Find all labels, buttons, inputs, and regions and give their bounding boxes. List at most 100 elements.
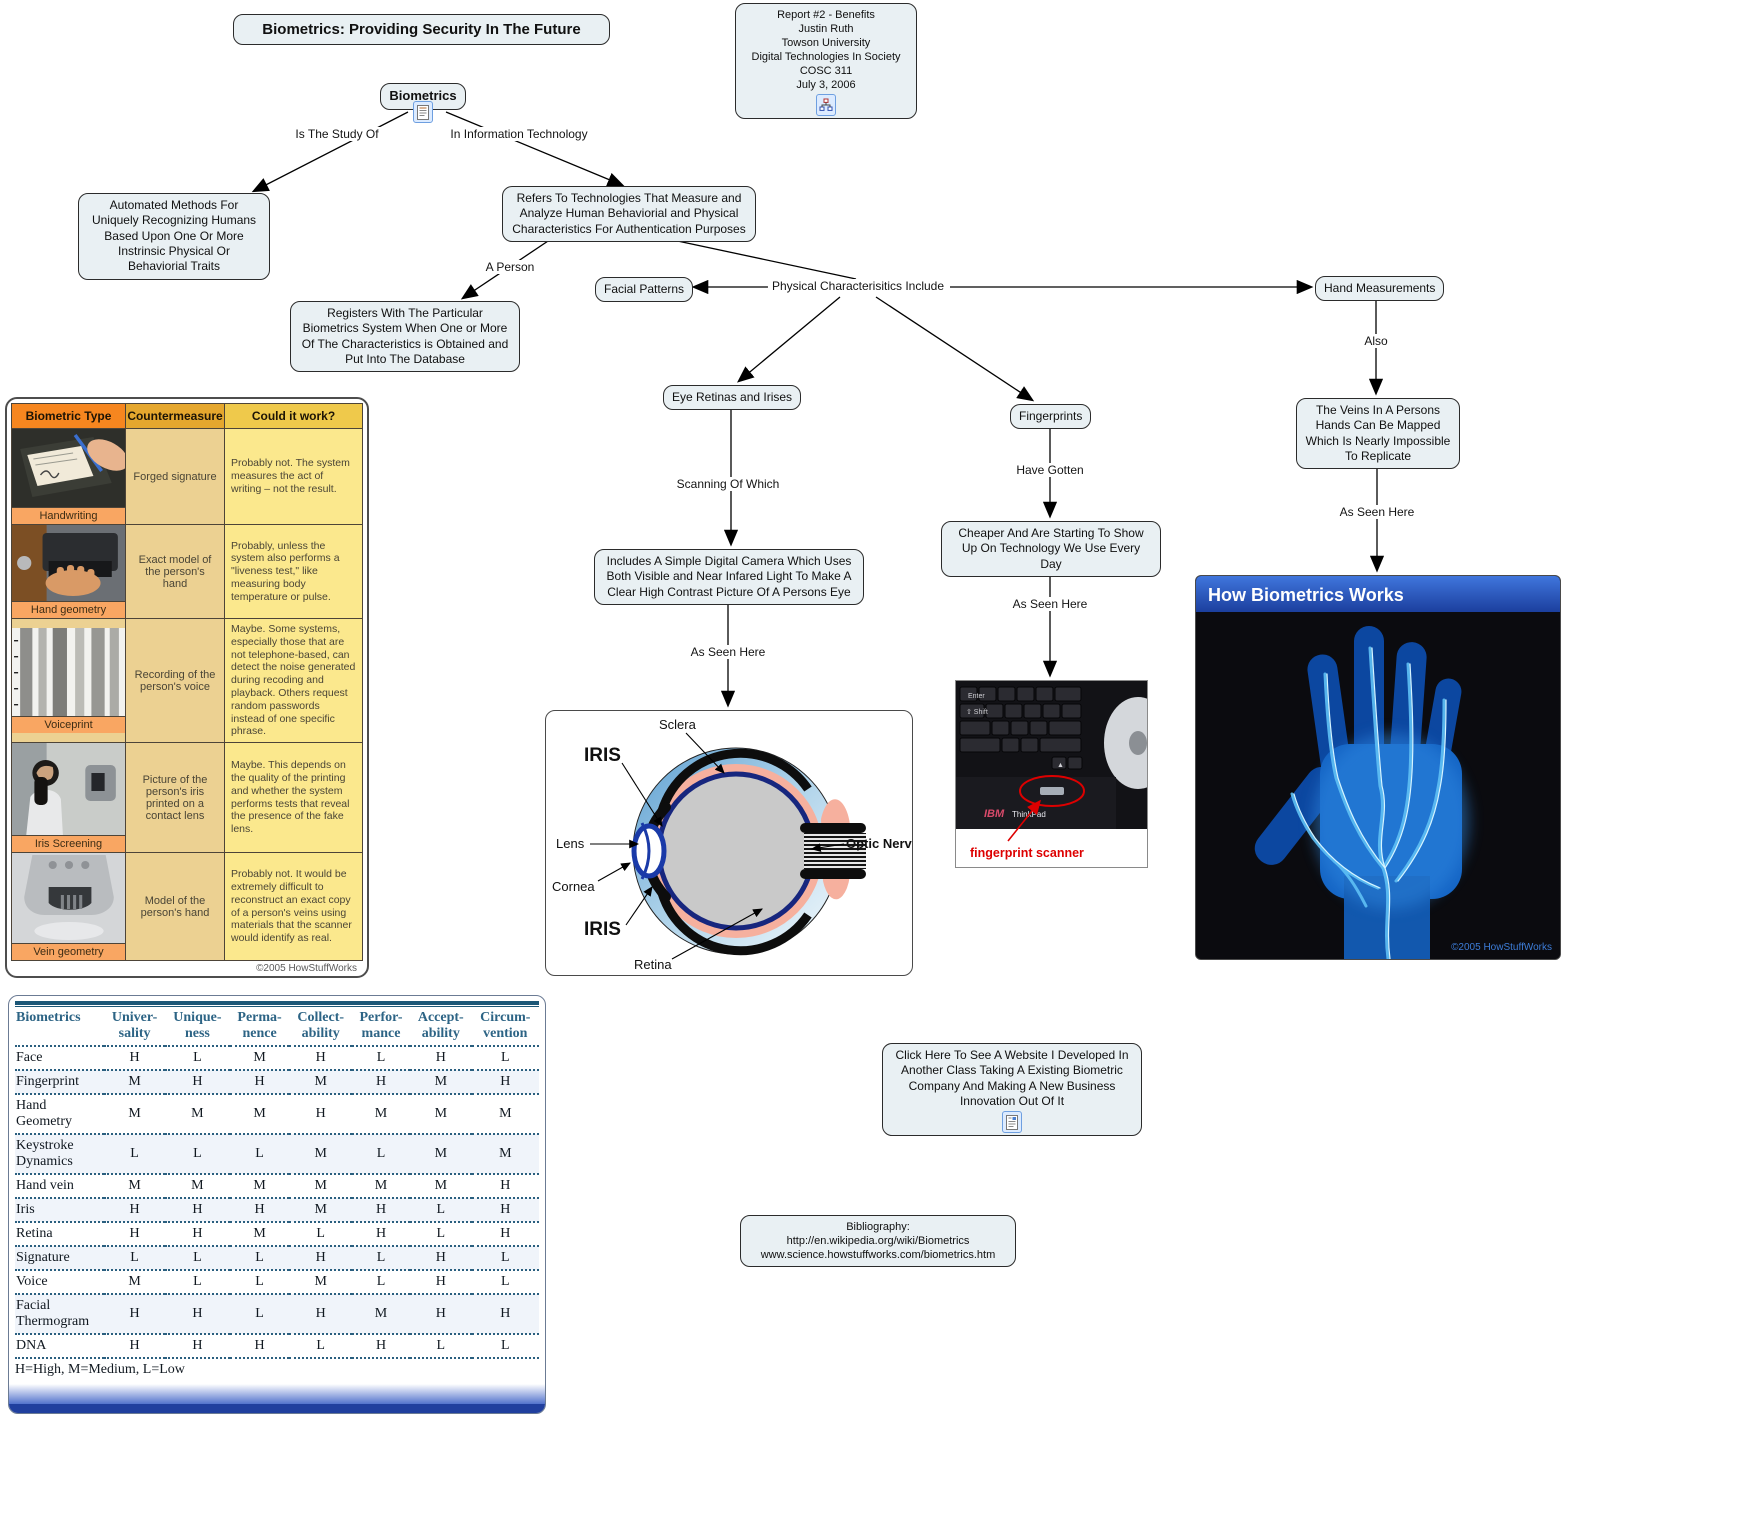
matrix-value-cell: H bbox=[104, 1222, 166, 1247]
iris-screening-photo bbox=[12, 743, 125, 836]
matrix-value-cell: L bbox=[229, 1294, 290, 1335]
matrix-value-cell: H bbox=[409, 1046, 472, 1071]
matrix-value-cell: L bbox=[165, 1246, 230, 1271]
countermeasure-table: Biometric Type Countermeasure Could it w… bbox=[5, 397, 369, 979]
matrix-column-header: Collect- ability bbox=[289, 1007, 353, 1047]
countermeasure-cell: Model of the person's hand bbox=[125, 852, 225, 962]
matrix-value-cell: H bbox=[289, 1246, 353, 1271]
matrix-value-cell: H bbox=[165, 1334, 230, 1359]
node-fingerprints[interactable]: Fingerprints bbox=[1010, 404, 1092, 430]
matrix-row-name: Fingerprint bbox=[15, 1070, 105, 1095]
matrix-value-cell: H bbox=[289, 1046, 353, 1071]
matrix-value-cell: M bbox=[289, 1134, 353, 1175]
node-hand-measurements[interactable]: Hand Measurements bbox=[1315, 276, 1445, 302]
ibm-logo: IBM bbox=[984, 808, 1005, 820]
document-resource-icon[interactable] bbox=[1002, 1111, 1022, 1134]
eye-label-lens: Lens bbox=[556, 836, 585, 851]
matrix-value-cell: M bbox=[409, 1174, 472, 1199]
eye-label-optic-nerve: Optic Nerve bbox=[846, 836, 912, 851]
matrix-column-header: Biometrics bbox=[15, 1007, 105, 1047]
bibliography-line: Bibliography: bbox=[846, 1221, 910, 1233]
link-label-have-gotten: Have Gotten bbox=[1012, 463, 1088, 477]
node-includes-camera[interactable]: Includes A Simple Digital Camera Which U… bbox=[594, 549, 864, 606]
biometric-type-label: Voiceprint bbox=[12, 716, 125, 734]
matrix-value-cell: M bbox=[229, 1174, 290, 1199]
link-label-a-person: A Person bbox=[481, 260, 539, 274]
table-row: Voiceprint Recording of the person's voi… bbox=[11, 617, 363, 744]
svg-text:▲: ▲ bbox=[1057, 762, 1064, 769]
report-line: Justin Ruth bbox=[798, 23, 854, 36]
matrix-value-cell: L bbox=[409, 1198, 472, 1223]
column-header: Could it work? bbox=[224, 403, 363, 429]
column-header: Biometric Type bbox=[11, 403, 126, 429]
matrix-value-cell: M bbox=[471, 1094, 539, 1135]
node-click-here-website[interactable]: Click Here To See A Website I Developed … bbox=[882, 1043, 1142, 1137]
matrix-value-cell: H bbox=[352, 1222, 410, 1247]
matrix-value-cell: L bbox=[289, 1334, 353, 1359]
node-facial-patterns[interactable]: Facial Patterns bbox=[595, 277, 694, 303]
hbw-copyright: ©2005 HowStuffWorks bbox=[1451, 942, 1552, 953]
could-it-work-cell: Probably, unless the system also perform… bbox=[224, 524, 363, 619]
svg-text:⇧ Shift: ⇧ Shift bbox=[966, 708, 988, 716]
biometric-type-label: Hand geometry bbox=[12, 601, 125, 618]
eye-label-iris-top: IRIS bbox=[584, 745, 621, 766]
eye-label-sclera: Sclera bbox=[659, 717, 697, 732]
matrix-value-cell: H bbox=[289, 1294, 353, 1335]
report-line: Digital Technologies In Society bbox=[751, 51, 901, 64]
matrix-value-cell: H bbox=[352, 1334, 410, 1359]
node-registers[interactable]: Registers With The Particular Biometrics… bbox=[290, 301, 520, 373]
matrix-column-header: Univer- sality bbox=[104, 1007, 166, 1047]
node-biometrics[interactable]: Biometrics bbox=[380, 83, 466, 110]
node-veins[interactable]: The Veins In A Persons Hands Can Be Mapp… bbox=[1296, 398, 1460, 470]
link-label-is-study-of: Is The Study Of bbox=[291, 127, 383, 141]
click-here-label: Click Here To See A Website I Developed … bbox=[895, 1048, 1129, 1109]
matrix-value-cell: L bbox=[471, 1270, 539, 1295]
sitemap-icon[interactable] bbox=[816, 94, 836, 117]
could-it-work-cell: Maybe. Some systems, especially those th… bbox=[224, 617, 363, 744]
matrix-legend: H=High, M=Medium, L=Low bbox=[15, 1362, 185, 1377]
document-resource-icon[interactable] bbox=[413, 101, 433, 123]
matrix-value-cell: M bbox=[352, 1174, 410, 1199]
matrix-value-cell: M bbox=[352, 1294, 410, 1335]
matrix-value-cell: H bbox=[409, 1270, 472, 1295]
matrix-value-cell: H bbox=[104, 1294, 166, 1335]
matrix-value-cell: H bbox=[471, 1222, 539, 1247]
matrix-value-cell: M bbox=[352, 1094, 410, 1135]
page-title: Biometrics: Providing Security In The Fu… bbox=[233, 14, 610, 46]
node-refers-to-technologies[interactable]: Refers To Technologies That Measure and … bbox=[502, 186, 756, 243]
hand-geometry-photo bbox=[12, 525, 125, 601]
matrix-value-cell: H bbox=[409, 1246, 472, 1271]
could-it-work-cell: Maybe. This depends on the quality of th… bbox=[224, 742, 363, 854]
matrix-value-cell: H bbox=[229, 1334, 290, 1359]
node-bibliography[interactable]: Bibliography: http://en.wikipedia.org/wi… bbox=[740, 1215, 1016, 1268]
node-eye-retinas[interactable]: Eye Retinas and Irises bbox=[663, 385, 802, 411]
hbw-title: How Biometrics Works bbox=[1208, 585, 1404, 605]
matrix-value-cell: M bbox=[409, 1094, 472, 1135]
matrix-value-cell: L bbox=[471, 1046, 539, 1071]
matrix-column-header: Perfor- mance bbox=[352, 1007, 410, 1047]
report-info-box[interactable]: Report #2 - Benefits Justin Ruth Towson … bbox=[735, 3, 917, 120]
matrix-value-cell: H bbox=[165, 1294, 230, 1335]
matrix-value-cell: M bbox=[229, 1046, 290, 1071]
node-cheaper[interactable]: Cheaper And Are Starting To Show Up On T… bbox=[941, 521, 1161, 578]
vein-geometry-photo bbox=[12, 853, 125, 944]
report-line: COSC 311 bbox=[799, 65, 853, 78]
matrix-row-name: Iris bbox=[15, 1198, 105, 1223]
matrix-value-cell: H bbox=[471, 1174, 539, 1199]
link-label-as-seen-here-fingerprint: As Seen Here bbox=[1008, 597, 1092, 611]
matrix-value-cell: L bbox=[104, 1134, 166, 1175]
node-automated-methods[interactable]: Automated Methods For Uniquely Recognizi… bbox=[78, 193, 270, 280]
link-label-also: Also bbox=[1360, 334, 1392, 348]
countermeasure-cell: Exact model of the person's hand bbox=[125, 524, 225, 619]
matrix-value-cell: H bbox=[352, 1070, 410, 1095]
eye-label-retina: Retina bbox=[634, 957, 672, 972]
matrix-value-cell: M bbox=[165, 1094, 230, 1135]
matrix-value-cell: M bbox=[471, 1134, 539, 1175]
handwriting-photo bbox=[12, 429, 125, 507]
vein-hand-image: How Biometrics Works bbox=[1195, 575, 1561, 960]
